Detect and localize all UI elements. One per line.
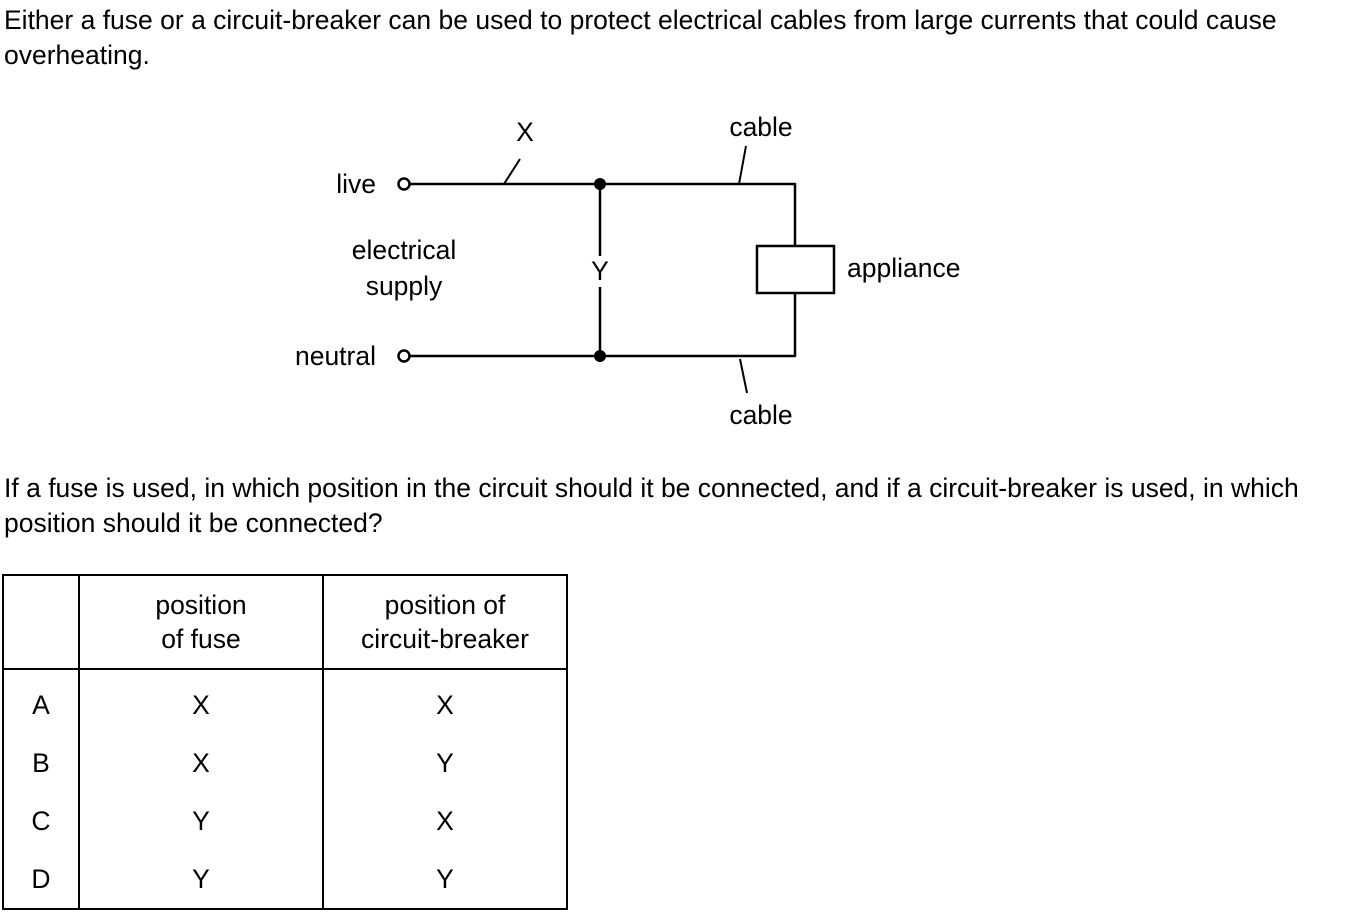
header-cb-line2: circuit-breaker <box>361 624 529 654</box>
header-cb-line1: position of <box>384 590 506 620</box>
x-label: X <box>516 117 534 147</box>
option-letter[interactable]: C <box>2 792 80 850</box>
supply-label-line2: supply <box>366 271 443 301</box>
table-row[interactable]: D Y Y <box>2 850 568 910</box>
fuse-position: Y <box>78 792 324 850</box>
table-header-row: position of fuse position of circuit-bre… <box>2 574 568 670</box>
header-fuse-line2: of fuse <box>161 624 241 654</box>
neutral-label: neutral <box>295 341 376 371</box>
header-circuit-breaker: position of circuit-breaker <box>322 574 568 670</box>
supply-label-line1: electrical <box>352 235 457 265</box>
option-letter[interactable]: B <box>2 734 80 792</box>
fuse-position: X <box>78 734 324 792</box>
x-pointer-line <box>503 158 521 185</box>
option-letter[interactable]: D <box>2 850 80 910</box>
breaker-position: Y <box>322 734 568 792</box>
cable-bottom-label: cable <box>729 400 792 430</box>
breaker-position: X <box>322 669 568 734</box>
junction-bottom <box>594 350 606 362</box>
fuse-position: X <box>78 669 324 734</box>
table-row[interactable]: A X X <box>2 669 568 734</box>
cable-top-label: cable <box>729 112 792 142</box>
breaker-position: X <box>322 792 568 850</box>
circuit-diagram: live neutral electrical supply X Y cable… <box>295 112 960 430</box>
table-row[interactable]: C Y X <box>2 792 568 850</box>
header-blank <box>2 574 80 670</box>
table-row[interactable]: B X Y <box>2 734 568 792</box>
option-letter[interactable]: A <box>2 669 80 734</box>
cable-top-pointer-line <box>738 145 747 185</box>
cable-bottom-pointer-line <box>739 358 748 394</box>
neutral-terminal <box>397 349 411 363</box>
question-text: If a fuse is used, in which position in … <box>4 473 1299 538</box>
breaker-position: Y <box>322 850 568 910</box>
intro-text: Either a fuse or a circuit-breaker can b… <box>4 5 1277 70</box>
junction-top <box>594 178 606 190</box>
y-label: Y <box>591 256 609 286</box>
answer-table: position of fuse position of circuit-bre… <box>2 574 568 910</box>
header-fuse-line1: position <box>155 590 247 620</box>
live-label: live <box>336 169 376 199</box>
appliance-label: appliance <box>847 253 960 283</box>
header-fuse: position of fuse <box>78 574 324 670</box>
appliance-box <box>755 244 836 295</box>
fuse-position: Y <box>78 850 324 910</box>
live-terminal <box>397 177 411 191</box>
